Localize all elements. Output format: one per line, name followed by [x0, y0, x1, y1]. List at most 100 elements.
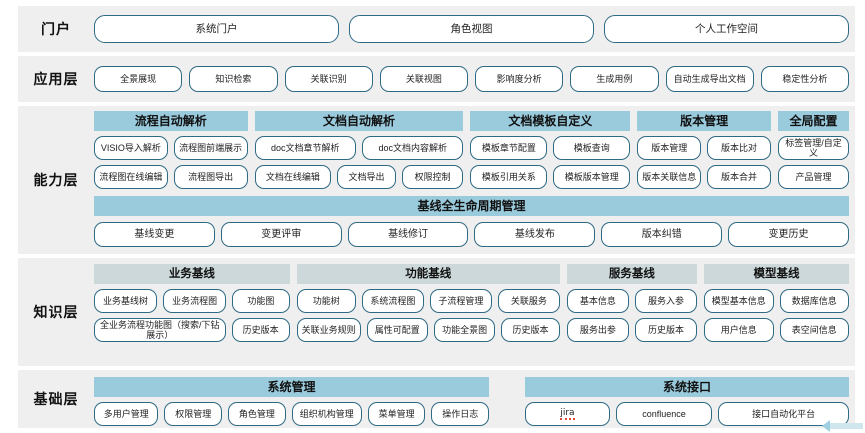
capability-item[interactable]: 历史版本: [634, 318, 697, 342]
lifecycle-item[interactable]: 变更评审: [220, 222, 342, 247]
group: 系统管理多用户管理权限管理角色管理组织机构管理菜单管理操作日志: [94, 377, 490, 428]
layer-row-knowledge: 知识层 业务基线业务基线树业务流程图功能图全业务流程功能图（搜索/下钻展示）历史…: [18, 258, 855, 366]
capability-item[interactable]: 系统流程图: [361, 289, 424, 313]
group-header: 流程自动解析: [94, 111, 248, 131]
capability-item[interactable]: 产品管理: [777, 165, 849, 189]
capability-item[interactable]: 功能全景图: [433, 318, 496, 342]
capability-item[interactable]: 属性可配置: [366, 318, 428, 342]
capability-item[interactable]: 全业务流程功能图（搜索/下钻展示）: [94, 318, 226, 342]
group-header: 版本管理: [637, 111, 771, 131]
capability-item[interactable]: 业务流程图: [163, 289, 227, 313]
portal-item-1[interactable]: 角色视图: [349, 15, 594, 43]
group-row: 全业务流程功能图（搜索/下钻展示）历史版本: [94, 318, 290, 342]
capability-item[interactable]: 关联业务规则: [296, 318, 361, 342]
group-row: 文档在线编辑文档导出权限控制: [254, 165, 464, 189]
capability-item[interactable]: 操作日志: [431, 402, 490, 426]
spell-error-text: jira: [560, 408, 575, 421]
lifecycle-item[interactable]: 基线修订: [347, 222, 469, 247]
group: 业务基线业务基线树业务流程图功能图全业务流程功能图（搜索/下钻展示）历史版本: [94, 264, 290, 347]
knowledge-body: 业务基线业务基线树业务流程图功能图全业务流程功能图（搜索/下钻展示）历史版本功能…: [94, 258, 855, 366]
capability-item[interactable]: 服务出参: [566, 318, 629, 342]
layer-row-application: 应用层 全景展现 知识检索 关联识别 关联视图 影响度分析 生成用例 自动生成导…: [18, 56, 855, 102]
capability-item[interactable]: 标签管理/自定义: [777, 136, 849, 160]
layer-label-knowledge: 知识层: [33, 304, 79, 320]
capability-item[interactable]: 版本关联信息: [637, 165, 702, 189]
application-item-5[interactable]: 生成用例: [570, 66, 659, 92]
application-item-4[interactable]: 影响度分析: [475, 66, 564, 92]
capability-item[interactable]: jira: [525, 402, 610, 426]
capability-item[interactable]: doc文档内容解析: [362, 136, 464, 160]
group-row: 服务出参历史版本: [566, 318, 697, 342]
capability-item[interactable]: 功能树: [296, 289, 356, 313]
capability-item[interactable]: 菜单管理: [367, 402, 426, 426]
group-header: 功能基线: [296, 264, 560, 284]
application-item-6[interactable]: 自动生成导出文档: [665, 66, 754, 92]
application-item-7[interactable]: 稳定性分析: [760, 66, 849, 92]
capability-item[interactable]: 历史版本: [231, 318, 290, 342]
group-header: 业务基线: [94, 264, 290, 284]
capability-item[interactable]: 关联服务: [497, 289, 560, 313]
capability-item[interactable]: 流程图在线编辑: [94, 165, 168, 189]
capability-item[interactable]: 基本信息: [566, 289, 629, 313]
group-row: 版本关联信息版本合并: [637, 165, 771, 189]
capability-item[interactable]: 模板版本管理: [553, 165, 631, 189]
capability-item[interactable]: 多用户管理: [94, 402, 159, 426]
capability-item[interactable]: 文档导出: [337, 165, 396, 189]
capability-item[interactable]: 用户信息: [703, 318, 774, 342]
capability-item[interactable]: 模板查询: [553, 136, 631, 160]
portal-item-2[interactable]: 个人工作空间: [604, 15, 849, 43]
portal-item-0[interactable]: 系统门户: [94, 15, 339, 43]
lifecycle-item[interactable]: 版本纠错: [601, 222, 723, 247]
group-header: 模型基线: [703, 264, 849, 284]
group-row: 功能树系统流程图子流程管理关联服务: [296, 289, 560, 313]
capability-item[interactable]: 服务入参: [634, 289, 697, 313]
capability-item[interactable]: 功能图: [232, 289, 290, 313]
capability-item[interactable]: 业务基线树: [94, 289, 158, 313]
capability-item[interactable]: 模型基本信息: [703, 289, 774, 313]
lifecycle-item[interactable]: 变更历史: [728, 222, 849, 247]
group-row: 关联业务规则属性可配置功能全景图历史版本: [296, 318, 560, 342]
capability-item[interactable]: 版本比对: [707, 136, 771, 160]
capability-item[interactable]: 历史版本: [501, 318, 560, 342]
capability-item[interactable]: 模板章节配置: [470, 136, 548, 160]
application-item-3[interactable]: 关联视图: [379, 66, 468, 92]
capability-item[interactable]: 流程图前端展示: [173, 136, 248, 160]
capability-item[interactable]: 数据库信息: [779, 289, 850, 313]
foundation-body: 系统管理多用户管理权限管理角色管理组织机构管理菜单管理操作日志 系统接口 jira c…: [94, 370, 855, 428]
group-row: 产品管理: [777, 165, 849, 189]
capability-item[interactable]: 组织机构管理: [291, 402, 362, 426]
capability-item[interactable]: 表空间信息: [779, 318, 850, 342]
capability-item[interactable]: 模板引用关系: [470, 165, 548, 189]
group-row: 多用户管理权限管理角色管理组织机构管理菜单管理操作日志: [94, 402, 490, 426]
group: 文档模板自定义模板章节配置模板查询模板引用关系模板版本管理: [470, 111, 631, 194]
capability-item[interactable]: VISIO导入解析: [94, 136, 168, 160]
capability-lifecycle: 基线全生命周期管理 基线变更变更评审基线修订基线发布版本纠错变更历史: [94, 196, 849, 252]
capability-item[interactable]: 版本管理: [637, 136, 702, 160]
capability-item[interactable]: doc文档章节解析: [254, 136, 356, 160]
capability-item[interactable]: 文档在线编辑: [254, 165, 332, 189]
capability-item[interactable]: 接口自动化平台: [718, 402, 849, 426]
capability-item[interactable]: 权限管理: [164, 402, 223, 426]
capability-item[interactable]: confluence: [615, 402, 713, 426]
application-item-2[interactable]: 关联识别: [284, 66, 373, 92]
portal-items: 系统门户 角色视图 个人工作空间: [94, 15, 855, 43]
group-row: 标签管理/自定义: [777, 136, 849, 160]
group: 版本管理版本管理版本比对版本关联信息版本合并: [637, 111, 771, 194]
capability-item[interactable]: 角色管理: [228, 402, 286, 426]
capability-item[interactable]: 子流程管理: [429, 289, 492, 313]
group: 服务基线基本信息服务入参服务出参历史版本: [566, 264, 697, 347]
capability-item[interactable]: 版本合并: [707, 165, 771, 189]
group-row: 流程图在线编辑流程图导出: [94, 165, 248, 189]
application-item-0[interactable]: 全景展现: [94, 66, 183, 92]
capability-item[interactable]: 流程图导出: [173, 165, 248, 189]
group-header: 系统接口: [525, 377, 849, 397]
lifecycle-item[interactable]: 基线发布: [474, 222, 596, 247]
application-item-1[interactable]: 知识检索: [189, 66, 278, 92]
lifecycle-item[interactable]: 基线变更: [94, 222, 215, 247]
capability-item[interactable]: 权限控制: [401, 165, 464, 189]
